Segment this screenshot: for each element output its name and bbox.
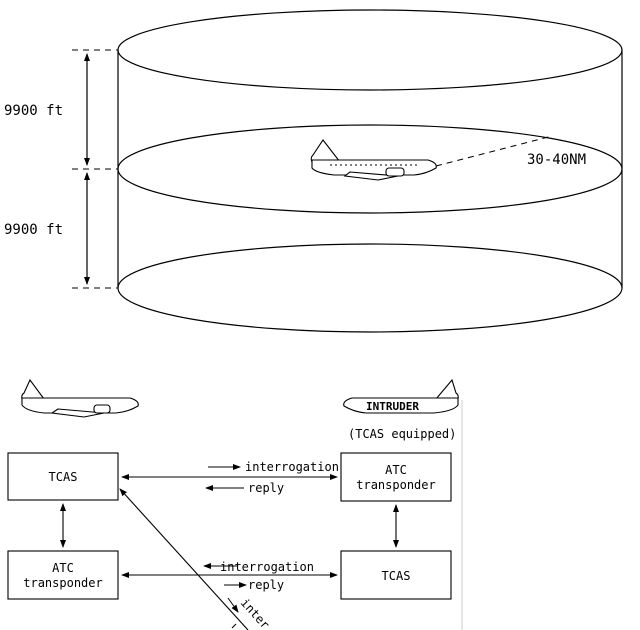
altitude-below-label: 9900 ft [4, 222, 63, 238]
intruder-atc-transponder-box [340, 452, 452, 502]
intruder-label: INTRUDER [366, 400, 419, 413]
top-interrogation-label: interrogation [245, 460, 339, 474]
range-indicator-line [435, 135, 553, 167]
own-aircraft-small-icon [21, 378, 139, 418]
own-atc-label-line1: ATC [52, 561, 74, 575]
connectors [60, 474, 399, 630]
intruder-atc-label-line2: transponder [356, 478, 435, 492]
intruder-aircraft-icon [343, 378, 459, 414]
diagonal-link-arrow [119, 488, 249, 630]
cylinder-bottom-ellipse [117, 243, 623, 333]
message-arrows [203, 464, 247, 613]
intruder-tcas-label: TCAS [382, 569, 411, 583]
own-tcas-box [7, 452, 119, 501]
diagonal-link-arrow-lower [231, 623, 237, 629]
intruder-tcas-box [340, 550, 452, 600]
own-tcas-label: TCAS [49, 470, 78, 484]
bottom-reply-label: reply [248, 578, 284, 592]
cylinder-top-ellipse [117, 9, 623, 91]
own-aircraft-icon [310, 139, 437, 181]
altitude-guides [72, 49, 118, 289]
range-label: 30-40NM [527, 152, 586, 168]
own-atc-transponder-box [7, 550, 119, 600]
bottom-interrogation-label: interrogation [220, 560, 314, 574]
altitude-above-label: 9900 ft [4, 103, 63, 119]
intruder-note: (TCAS equipped) [348, 427, 456, 441]
diagonal-message-arrow [227, 597, 239, 613]
intruder-atc-label-line1: ATC [385, 463, 407, 477]
own-atc-label-line2: transponder [23, 576, 102, 590]
top-reply-label: reply [248, 481, 284, 495]
